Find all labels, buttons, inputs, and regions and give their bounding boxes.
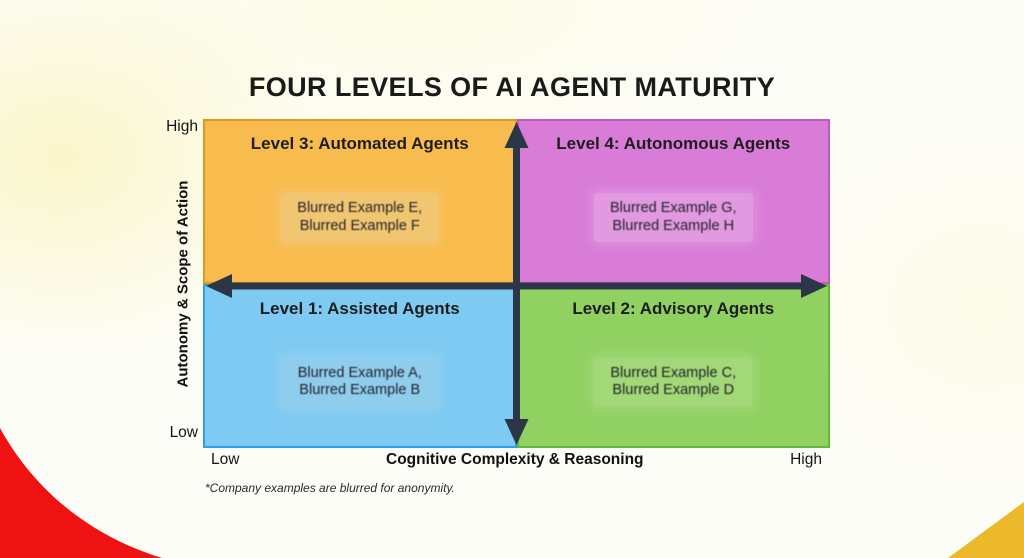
y-axis-tick-high: High	[166, 118, 198, 135]
anonymity-footnote: *Company examples are blurred for anonym…	[205, 481, 455, 495]
blurred-examples-level-1: Blurred Example A, Blurred Example B	[281, 357, 438, 407]
example-line: Blurred Example A,	[297, 364, 422, 381]
blurred-examples-level-3: Blurred Example E, Blurred Example F	[281, 193, 439, 243]
page-title: FOUR LEVELS OF AI AGENT MATURITY	[248, 72, 776, 102]
example-line: Blurred Example F	[299, 217, 420, 234]
example-line: Blurred Example G,	[609, 200, 737, 217]
example-line: Blurred Example B	[299, 382, 421, 399]
gold-corner-decoration	[948, 502, 1024, 558]
quadrant-level-2-title: Level 2: Advisory Agents	[572, 298, 775, 318]
quadrant-level-3-body: Blurred Example E, Blurred Example F	[205, 154, 515, 282]
quadrant-level-2-body: Blurred Example C, Blurred Example D	[519, 319, 829, 447]
blurred-examples-level-4: Blurred Example G, Blurred Example H	[593, 193, 753, 243]
example-line: Blurred Example C,	[610, 364, 737, 381]
blurred-examples-level-2: Blurred Example C, Blurred Example D	[594, 357, 753, 407]
y-axis-label: Autonomy & Scope of Action	[174, 180, 192, 388]
quadrant-level-3-automated: Level 3: Automated Agents Blurred Exampl…	[203, 119, 517, 284]
example-line: Blurred Example E,	[297, 200, 423, 217]
maturity-matrix: Level 3: Automated Agents Blurred Exampl…	[203, 119, 830, 448]
quadrant-level-4-title: Level 4: Autonomous Agents	[556, 134, 791, 153]
quadrant-level-2-advisory: Level 2: Advisory Agents Blurred Example…	[516, 283, 830, 448]
quadrant-level-4-autonomous: Level 4: Autonomous Agents Blurred Examp…	[516, 119, 830, 284]
x-axis-label: Cognitive Complexity & Reasoning	[386, 451, 644, 468]
example-line: Blurred Example H	[612, 217, 735, 234]
quadrant-level-1-assisted: Level 1: Assisted Agents Blurred Example…	[203, 283, 517, 448]
x-axis-tick-high: High	[790, 451, 822, 468]
quadrant-level-1-title: Level 1: Assisted Agents	[259, 298, 460, 318]
x-axis-tick-low: Low	[211, 451, 240, 468]
x-axis-row: Low Cognitive Complexity & Reasoning Hig…	[203, 451, 830, 469]
example-line: Blurred Example D	[612, 382, 735, 399]
quadrant-level-3-title: Level 3: Automated Agents	[250, 134, 469, 153]
y-axis-tick-low: Low	[169, 424, 198, 441]
quadrant-level-4-body: Blurred Example G, Blurred Example H	[519, 154, 829, 282]
quadrant-level-1-body: Blurred Example A, Blurred Example B	[205, 319, 515, 447]
red-wave-decoration	[0, 428, 162, 558]
